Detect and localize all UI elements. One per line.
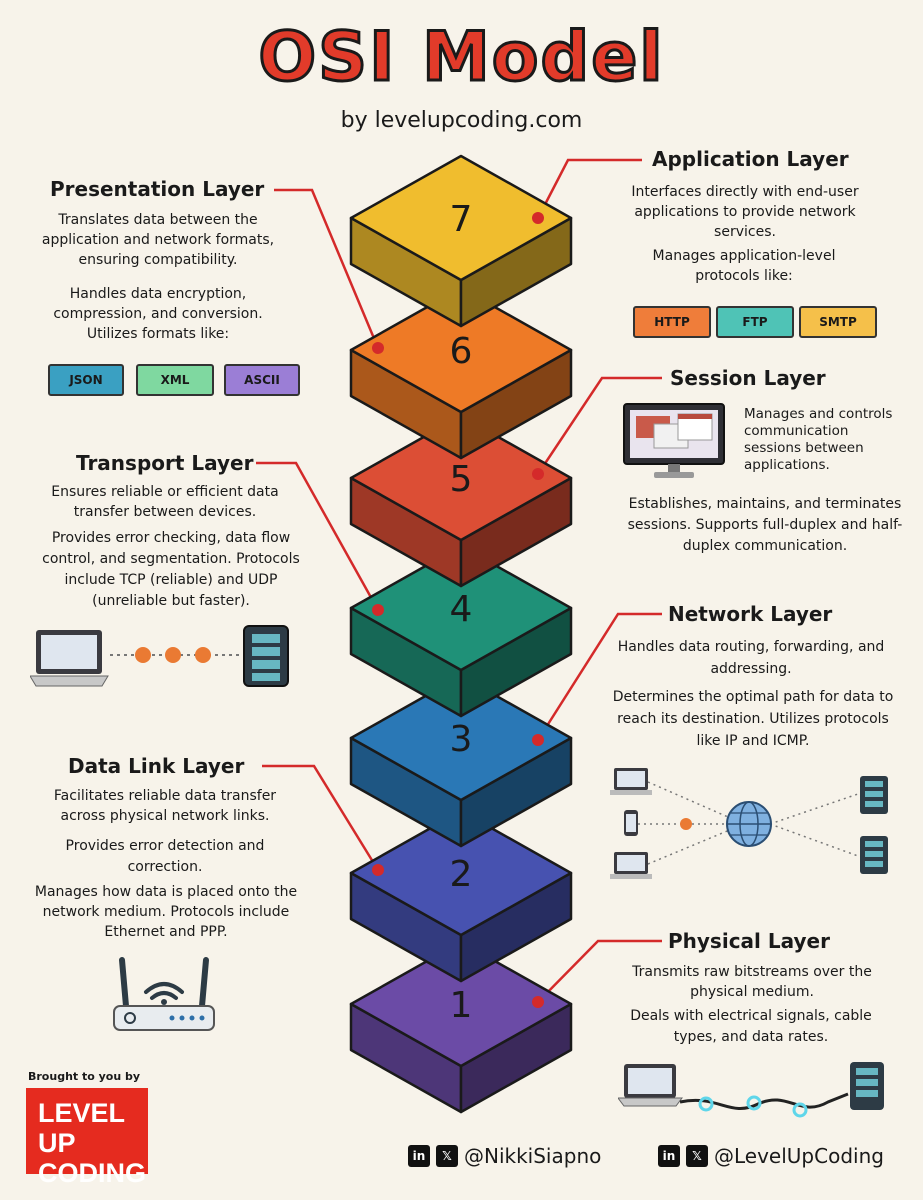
network-layer-detail: Determines the optimal path for data to …	[612, 689, 894, 749]
datalink-layer-desc: Facilitates reliable data transfer acros…	[53, 788, 277, 824]
session-block-top-face	[349, 414, 573, 542]
transport-layer-title: Transport Layer	[76, 451, 254, 475]
linkedin-icon: in	[408, 1145, 430, 1167]
transport-illustration	[30, 625, 289, 687]
transport-layer-detail: Provides error checking, data flow contr…	[42, 530, 300, 609]
application-block-number: 7	[450, 199, 473, 240]
datalink-block-number: 2	[450, 854, 473, 895]
presentation-layer-title: Presentation Layer	[50, 177, 265, 201]
chip-ascii: ASCII	[224, 364, 300, 396]
wifi-icon	[144, 982, 184, 1000]
laptop-icon	[610, 768, 652, 795]
network-layer-title: Network Layer	[668, 602, 833, 626]
x-icon: 𝕏	[686, 1145, 708, 1167]
laptop-icon	[618, 1064, 683, 1107]
network-block-number: 3	[450, 719, 473, 760]
chip-http: HTTP	[633, 306, 711, 338]
globe-icon	[726, 801, 772, 847]
transport-layer-desc: Ensures reliable or efficient data trans…	[51, 484, 279, 520]
transport-block-top-face	[349, 544, 573, 672]
application-layer-protocols-text: Manages application-level protocols like…	[652, 248, 836, 284]
physical-block-number: 1	[450, 985, 473, 1026]
presentation-layer-desc: Translates data between the application …	[41, 212, 275, 268]
laptop-icon	[30, 630, 109, 687]
page-subtitle: by levelupcoding.com	[340, 108, 583, 133]
network-layer-desc: Handles data routing, forwarding, and ad…	[617, 639, 885, 677]
chip-smtp: SMTP	[799, 306, 877, 338]
server-icon	[243, 625, 289, 687]
social-handle-nikki[interactable]: in 𝕏 @NikkiSiapno	[408, 1144, 601, 1168]
brought-to-you-text: Brought to you by	[28, 1070, 141, 1083]
physical-layer-detail: Deals with electrical signals, cable typ…	[630, 1008, 872, 1045]
connector-dot-network	[532, 734, 544, 746]
connector-dot-application	[532, 212, 544, 224]
session-layer-detail: Establishes, maintains, and terminates s…	[627, 496, 903, 554]
session-layer-title: Session Layer	[670, 366, 826, 390]
connector-dot-physical	[532, 996, 544, 1008]
physical-block-top-face	[349, 940, 573, 1068]
datalink-layer-detail: Provides error detection and correction.	[65, 838, 265, 875]
monitor-icon	[623, 403, 725, 478]
physical-illustration	[618, 1062, 884, 1118]
connector-dot-presentation	[372, 342, 384, 354]
server-icon	[860, 776, 888, 814]
laptop-icon	[610, 852, 652, 879]
presentation-block-top-face	[349, 286, 573, 414]
application-layer-title: Application Layer	[652, 147, 849, 171]
network-block-top-face	[349, 674, 573, 802]
chip-ftp: FTP	[716, 306, 794, 338]
connector-dot-session	[532, 468, 544, 480]
datalink-layer-title: Data Link Layer	[68, 754, 245, 778]
physical-layer-title: Physical Layer	[668, 929, 830, 953]
application-block-top-face	[349, 154, 573, 282]
router-icon	[113, 957, 215, 1031]
network-illustration	[610, 768, 888, 879]
connector-dot-datalink	[372, 864, 384, 876]
session-layer-desc: Manages and controls communication sessi…	[744, 406, 893, 473]
session-block-number: 5	[450, 459, 473, 500]
linkedin-icon: in	[658, 1145, 680, 1167]
x-icon: 𝕏	[436, 1145, 458, 1167]
transport-block-number: 4	[450, 589, 473, 630]
server-icon	[860, 836, 888, 874]
physical-layer-desc: Transmits raw bitstreams over the physic…	[632, 964, 872, 1000]
social-handle-text: @LevelUpCoding	[714, 1144, 884, 1168]
chip-json: JSON	[48, 364, 124, 396]
presentation-block-number: 6	[450, 331, 473, 372]
page-title: OSI Model	[257, 17, 665, 99]
chip-xml: XML	[136, 364, 214, 396]
presentation-layer-formats-text: Handles data encryption, compression, an…	[53, 286, 263, 342]
connector-dot-transport	[372, 604, 384, 616]
server-icon	[850, 1062, 884, 1110]
datalink-layer-detail-2: Manages how data is placed onto the netw…	[34, 884, 298, 940]
social-handle-text: @NikkiSiapno	[464, 1144, 602, 1168]
application-layer-desc: Interfaces directly with end-user applic…	[631, 184, 859, 240]
phone-icon	[624, 810, 638, 836]
social-handle-levelup[interactable]: in 𝕏 @LevelUpCoding	[658, 1144, 884, 1168]
datalink-block-top-face	[349, 809, 573, 937]
